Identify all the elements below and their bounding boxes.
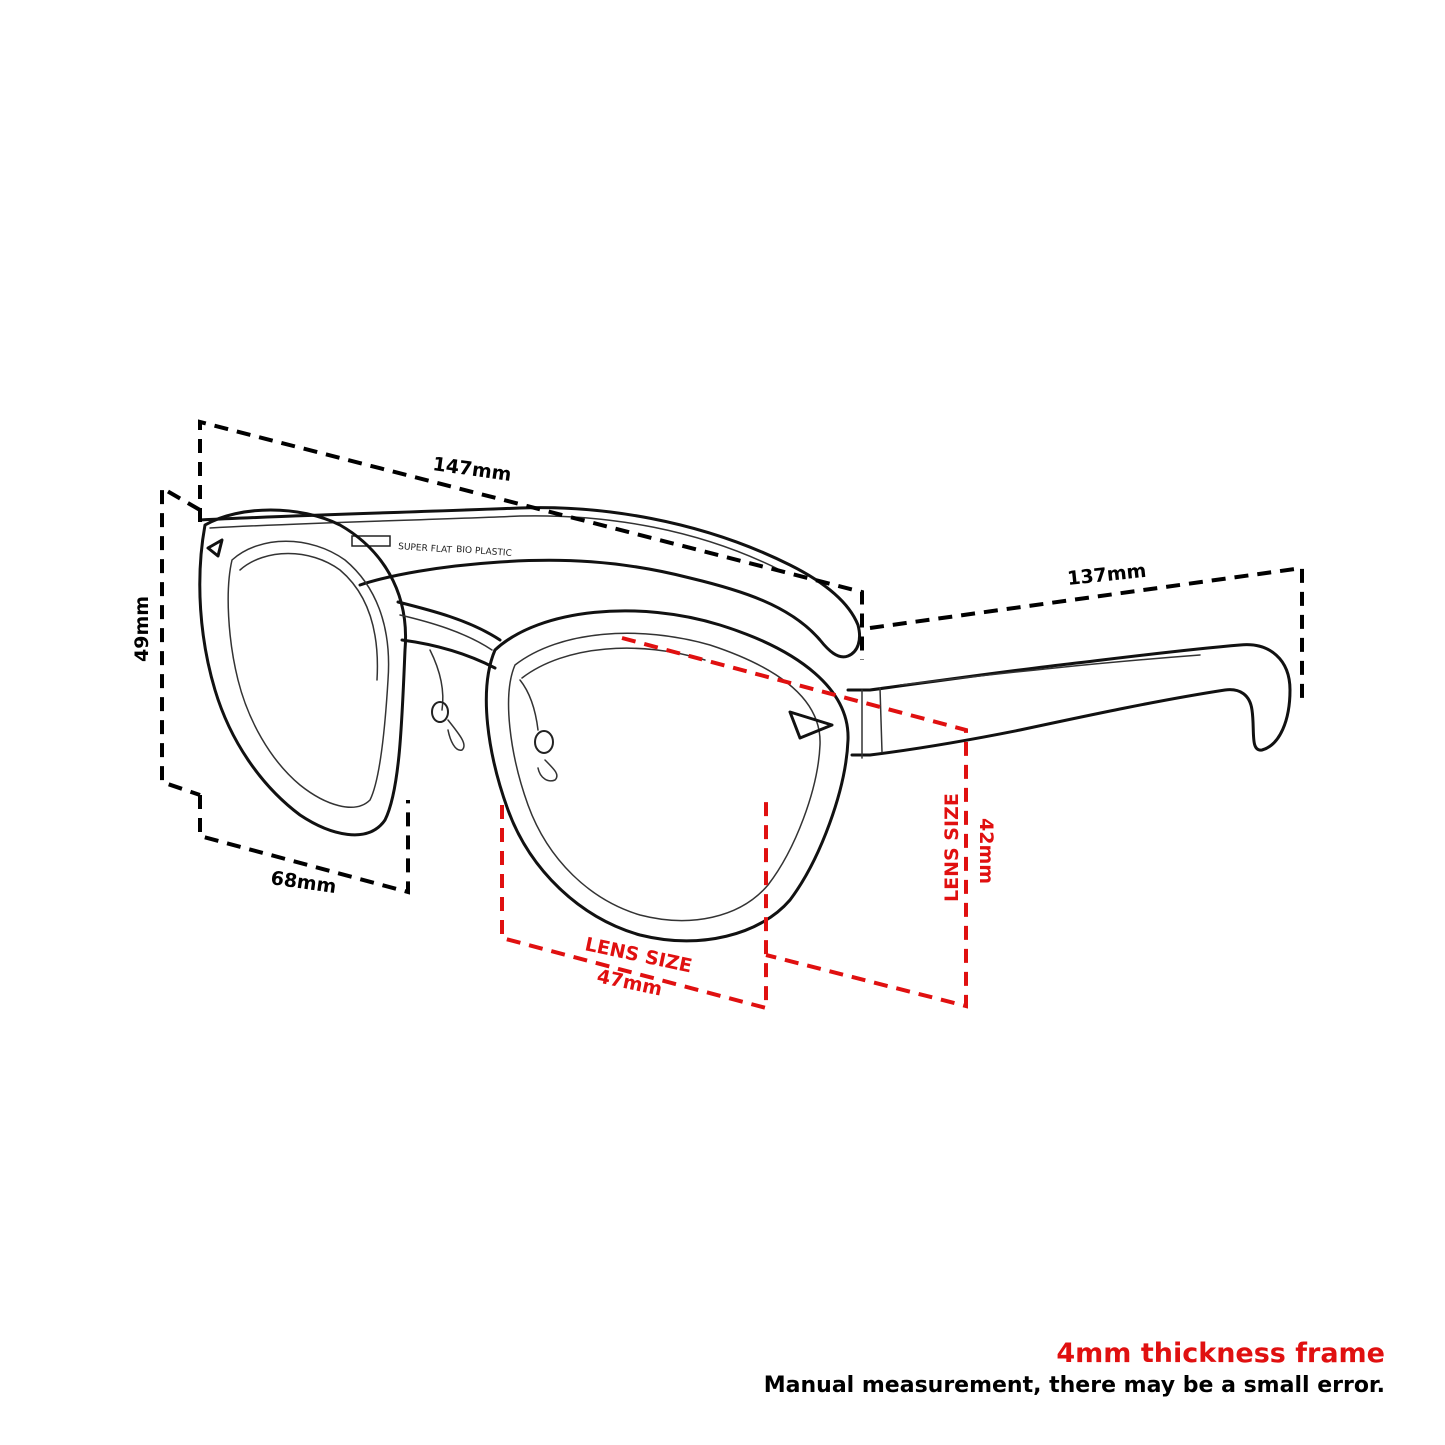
temple-length-label: 137mm [1066,560,1147,590]
total-width-label: 147mm [431,453,513,486]
temple-print-2: BIO PLASTIC [456,545,512,559]
bridge-side-dimension: 68mm [198,795,410,898]
lens-width-dimension: LENS SIZE 47mm [500,798,768,1011]
frame-thickness-note: 4mm thickness frame [1056,1338,1385,1369]
temple-length-dimension: 137mm [869,560,1304,698]
lens-height-red-dimension: LENS SIZE 42mm [621,636,997,1009]
lens-height-label: 42mm [975,818,997,884]
lens-height-caption: LENS SIZE [941,793,963,902]
lens-height-dimension: 49mm [131,484,202,797]
lens-height-black-label: 49mm [131,596,153,662]
measurement-disclaimer: Manual measurement, there may be a small… [763,1373,1385,1398]
glasses-sketch: SUPER FLAT BIO PLASTIC [198,506,1292,943]
temple-print-1: SUPER FLAT [398,542,453,556]
total-width-dimension: 147mm [198,419,864,660]
